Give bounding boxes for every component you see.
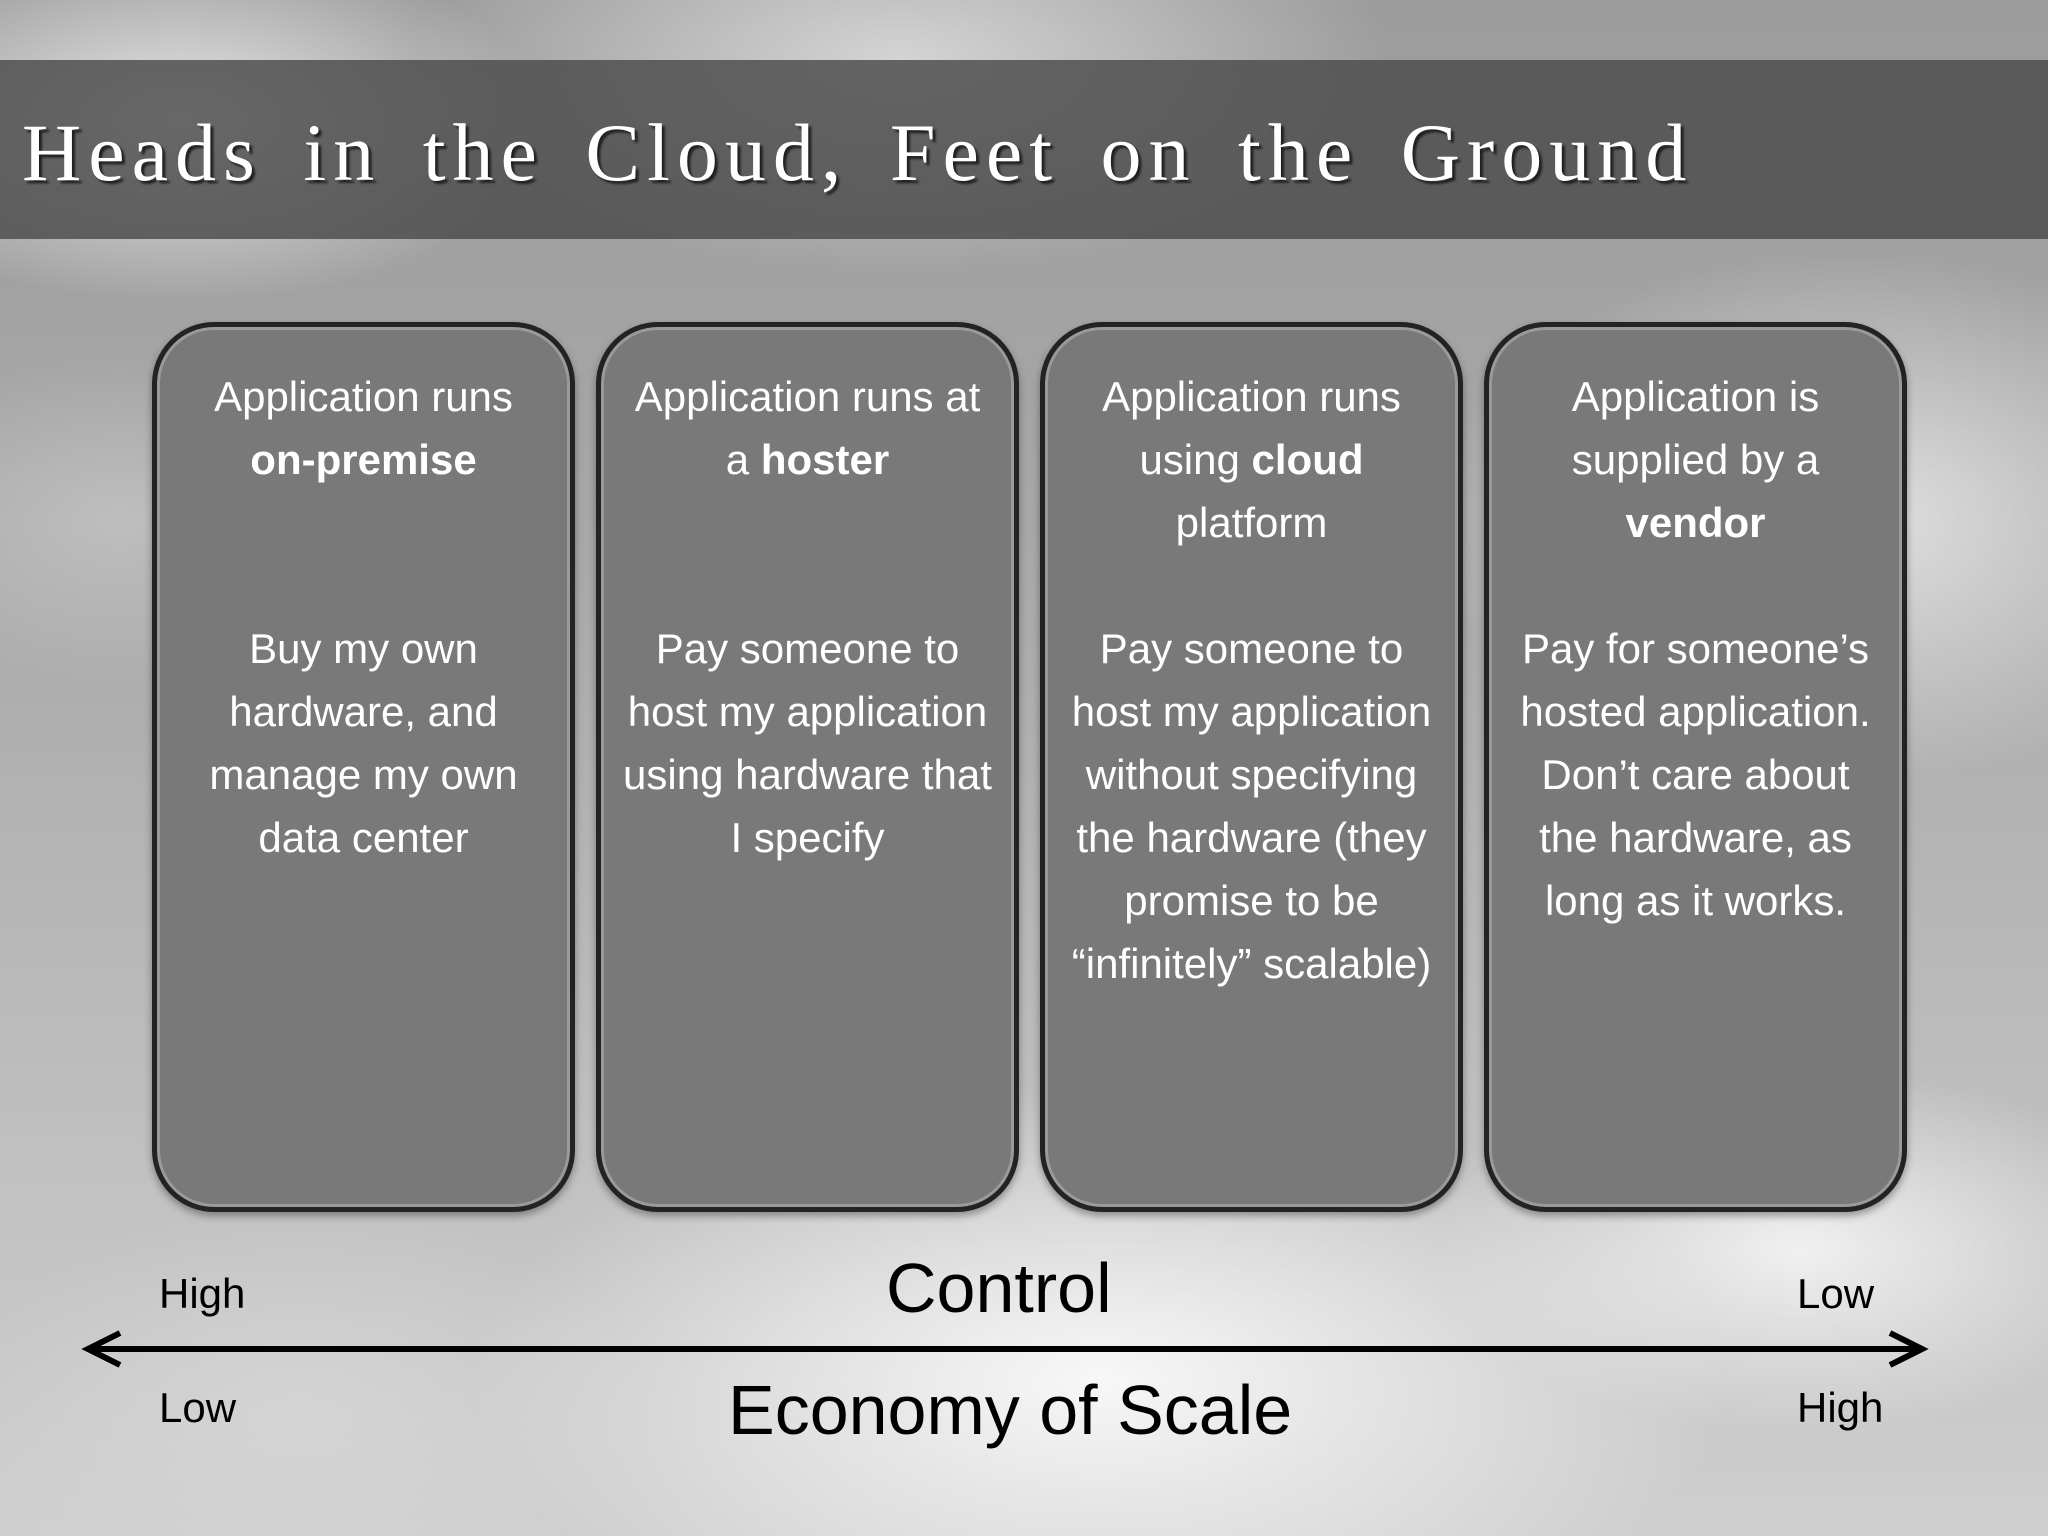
- economy-axis-title: Economy of Scale: [728, 1371, 1293, 1449]
- title-band: [0, 60, 2048, 239]
- card-heading-keyword: cloud: [1251, 436, 1364, 483]
- card-heading-keyword: vendor: [1625, 499, 1766, 546]
- card-description: Buy my own hardware, and manage my own d…: [209, 625, 518, 861]
- card-heading: Application is supplied by a vendor: [1511, 365, 1880, 554]
- economy-low-label: Low: [159, 1384, 237, 1431]
- card-description: Pay for someone’s hosted application. Do…: [1520, 625, 1871, 924]
- economy-high-label: High: [1797, 1384, 1884, 1431]
- card-on-premise: Application runs on-premise Buy my own h…: [152, 322, 575, 1212]
- left-arrowhead-icon: [81, 1330, 122, 1368]
- card-hoster: Application runs at a hoster Pay someone…: [596, 322, 1019, 1212]
- card-heading-text: Application runs: [214, 373, 513, 420]
- card-description: Pay someone to host my application using…: [623, 625, 992, 861]
- card-cloud-platform: Application runs using cloud platform Pa…: [1040, 322, 1463, 1212]
- card-heading-text: Application runs at a: [634, 373, 981, 483]
- card-heading-text: Application runs using: [1102, 373, 1401, 483]
- card-heading: Application runs on-premise: [179, 365, 548, 491]
- card-heading-keyword: on-premise: [250, 436, 477, 483]
- card-heading: Application runs using cloud platform: [1067, 365, 1436, 554]
- control-high-label: High: [159, 1270, 246, 1317]
- card-vendor: Application is supplied by a vendor Pay …: [1484, 322, 1907, 1212]
- right-arrowhead-icon: [1888, 1330, 1929, 1368]
- card-heading-text: Application is supplied by a: [1571, 373, 1820, 483]
- card-heading-suffix: platform: [1175, 499, 1328, 546]
- slide-title: Heads in the Cloud, Feet on the Ground: [22, 107, 1694, 198]
- card-description: Pay someone to host my application witho…: [1071, 625, 1432, 987]
- control-low-label: Low: [1797, 1270, 1875, 1317]
- card-heading-keyword: hoster: [760, 436, 890, 483]
- card-heading: Application runs at a hoster: [623, 365, 992, 491]
- control-axis-title: Control: [886, 1249, 1112, 1327]
